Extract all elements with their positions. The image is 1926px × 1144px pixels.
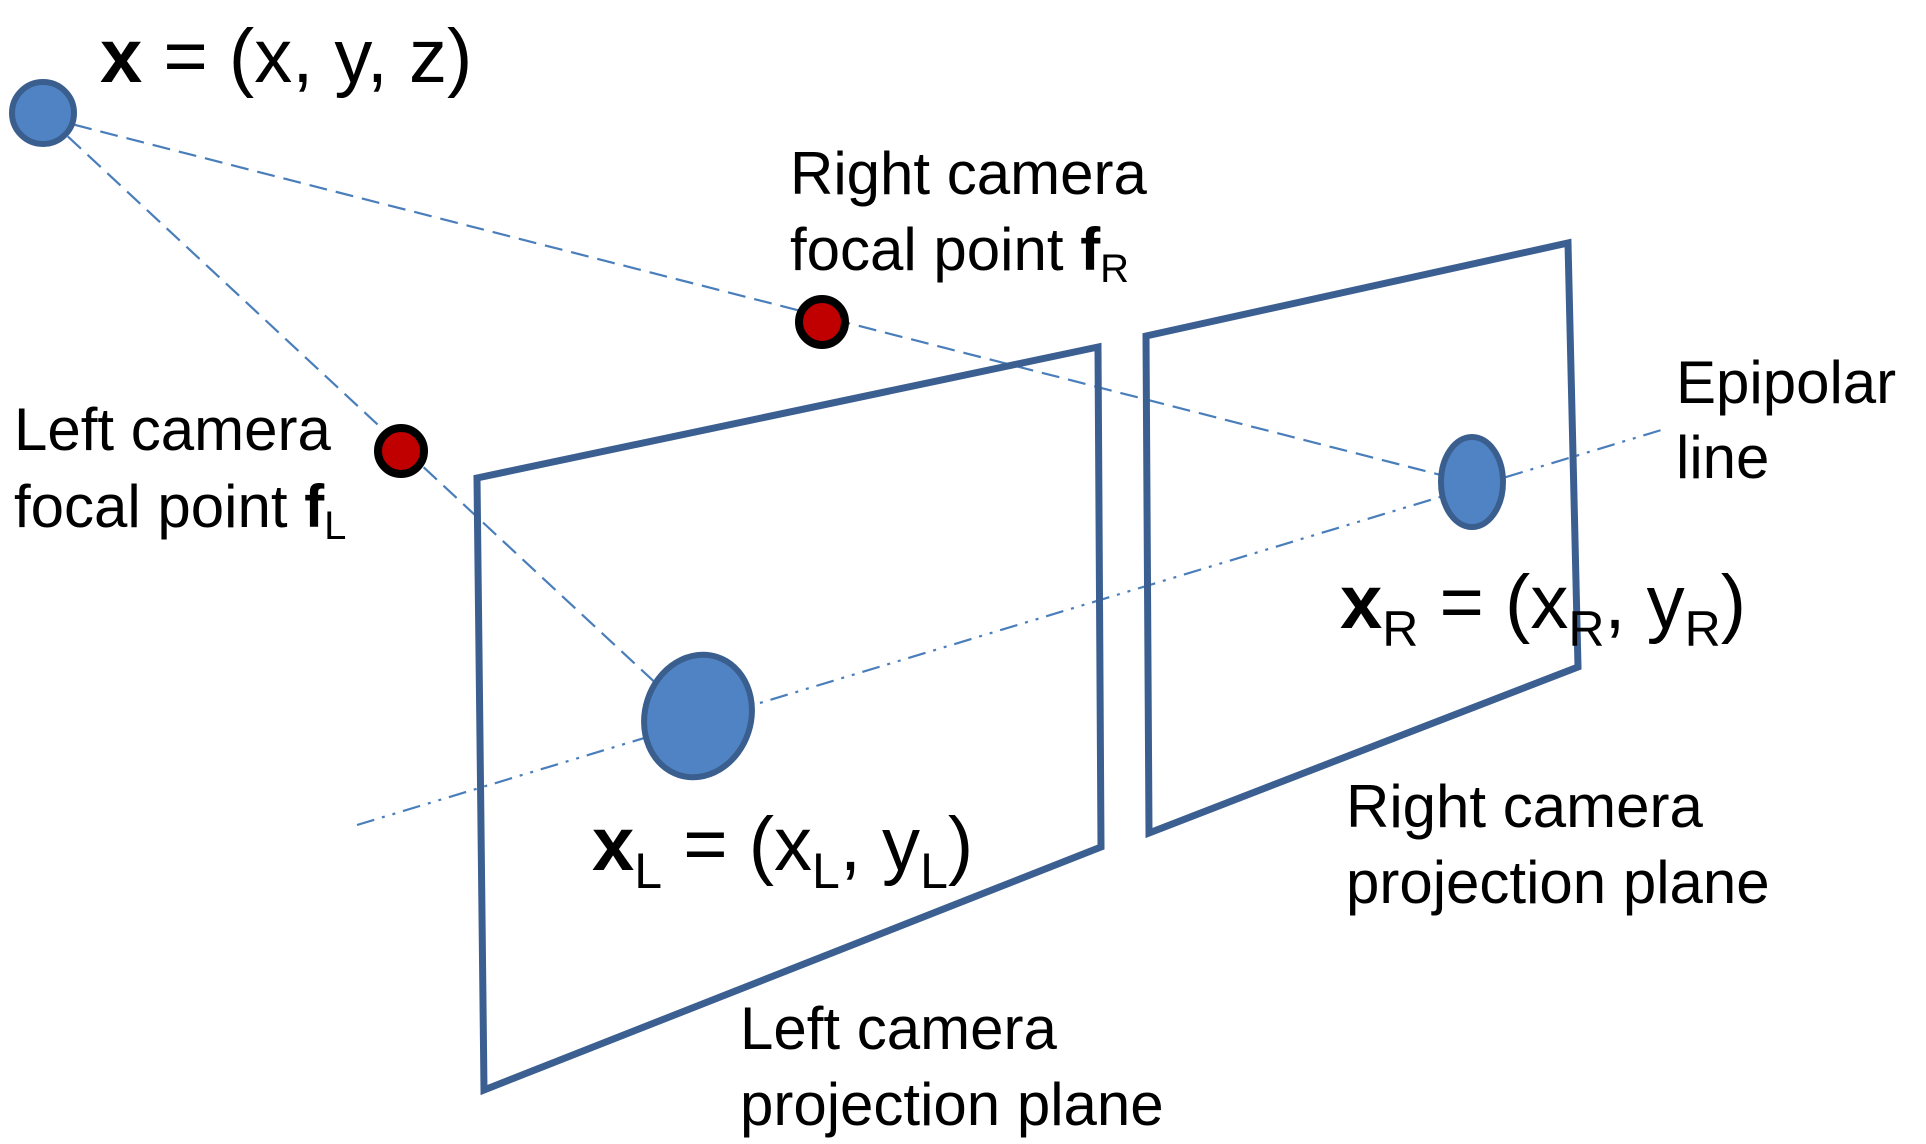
ray-world-to-left-point: [47, 117, 691, 716]
world-point-bold: x: [100, 14, 142, 99]
right-point-sub: R: [1382, 601, 1418, 657]
left-point-close: ): [948, 802, 973, 887]
left-plane-label-line2: projection plane: [740, 1071, 1164, 1138]
left-focal-label-text: focal point: [14, 473, 304, 540]
left-image-point-label: xL = (xL, yL): [592, 802, 973, 899]
right-point-eq: = (x: [1418, 560, 1568, 645]
epipolar-label-line2: line: [1676, 424, 1769, 491]
left-point-sub: L: [634, 843, 662, 899]
left-point-sub2: L: [812, 843, 840, 899]
ray-world-to-right-point: [47, 116, 1469, 484]
right-image-point-marker: [1438, 434, 1506, 530]
left-projection-plane: [473, 342, 1105, 1096]
left-point-mid: , y: [840, 802, 920, 887]
left-focal-label-line1: Left camera: [14, 396, 331, 463]
world-point-coords: = (x, y, z): [142, 14, 472, 99]
world-point-label: x = (x, y, z): [100, 14, 472, 99]
world-point-marker: [9, 79, 77, 147]
left-point-eq: = (x: [662, 802, 812, 887]
left-focal-label-sub: L: [324, 504, 346, 548]
right-point-bold: x: [1340, 560, 1382, 645]
right-focal-label-line1: Right camera: [790, 140, 1147, 207]
right-focal-point-marker: [795, 295, 849, 349]
right-point-sub3: R: [1685, 601, 1721, 657]
left-point-sub3: L: [920, 843, 948, 899]
right-focal-label-bold: f: [1080, 216, 1101, 283]
right-point-mid: , y: [1604, 560, 1684, 645]
right-plane-label-line1: Right camera: [1346, 773, 1703, 840]
right-projection-plane: [1142, 238, 1582, 839]
left-focal-point-marker: [374, 424, 428, 478]
left-plane-label-line1: Left camera: [740, 995, 1057, 1062]
left-image-point-marker: [641, 651, 755, 781]
right-point-sub2: R: [1568, 601, 1604, 657]
right-plane-label-line2: projection plane: [1346, 849, 1770, 916]
left-point-bold: x: [592, 802, 634, 887]
right-focal-label-line2: focal point fR: [790, 216, 1129, 291]
right-focal-label-text: focal point: [790, 216, 1080, 283]
epipolar-label-line1: Epipolar: [1676, 349, 1896, 416]
right-focal-label-sub: R: [1100, 247, 1129, 291]
left-focal-label-line2: focal point fL: [14, 473, 346, 548]
right-point-close: ): [1721, 560, 1746, 645]
right-image-point-label: xR = (xR, yR): [1340, 560, 1746, 657]
left-focal-label-bold: f: [304, 473, 325, 540]
